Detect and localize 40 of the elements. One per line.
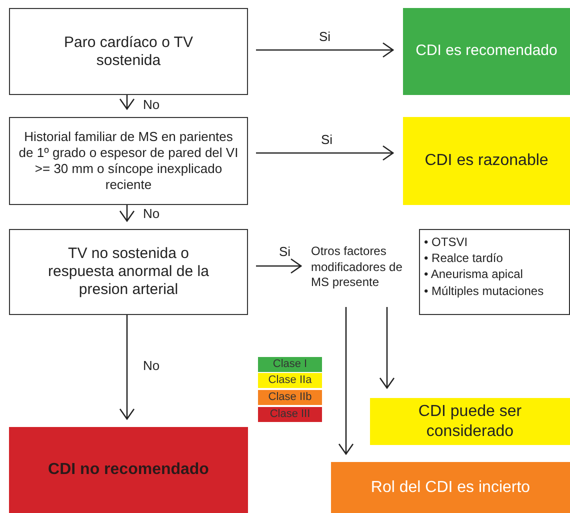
arrow — [256, 42, 394, 58]
process-box — [9, 117, 248, 205]
box-text: CDI puede ser considerado — [417, 402, 523, 441]
legend-swatch: Clase IIa — [258, 373, 322, 388]
arrow — [256, 145, 394, 161]
box-text: TV no sostenida o respuesta anormal de la presion arterial — [47, 245, 210, 299]
outcome-box — [331, 462, 570, 513]
edge-label: No — [142, 98, 161, 111]
outcome-box — [370, 398, 570, 445]
legend-swatch: Clase I — [258, 357, 322, 372]
arrow — [119, 205, 135, 222]
outcome-box — [403, 117, 570, 205]
box-text: CDI no recomendado — [48, 460, 209, 480]
box-text: Rol del CDI es incierto — [370, 478, 530, 498]
edge-label: No — [142, 359, 161, 372]
process-box — [9, 229, 248, 315]
legend-swatch: Clase IIb — [258, 390, 322, 405]
box-text: Historial familiar de MS en parientes de 1º grado o espesor de pared del VI >= 30 mm o síncope inexplicado reciente — [18, 128, 240, 194]
arrow — [119, 95, 135, 110]
factor-list-box — [419, 229, 570, 315]
edge-label: Si — [278, 245, 292, 258]
list-item: • Múltiples mutaciones — [424, 282, 544, 299]
outcome-box — [9, 427, 248, 513]
condition-text: Otros factores modificadores de MS presente — [311, 244, 411, 291]
process-box — [9, 8, 248, 95]
list-item: • Aneurisma apical — [424, 266, 523, 283]
legend-swatch: Clase III — [258, 407, 322, 422]
outcome-box — [403, 8, 570, 95]
box-text: CDI es recomendado — [416, 41, 558, 62]
arrow — [379, 307, 395, 389]
edge-label: Si — [320, 133, 334, 146]
box-text: Paro cardíaco o TV sostenida — [63, 34, 194, 70]
arrow — [256, 258, 302, 274]
arrow — [119, 315, 135, 420]
list-item: • Realce tardío — [424, 250, 503, 266]
list-item: • OTSVI — [424, 234, 468, 250]
edge-label: No — [142, 207, 161, 220]
arrow — [338, 307, 354, 455]
edge-label: Si — [318, 30, 332, 43]
box-text: CDI es razonable — [424, 151, 548, 171]
